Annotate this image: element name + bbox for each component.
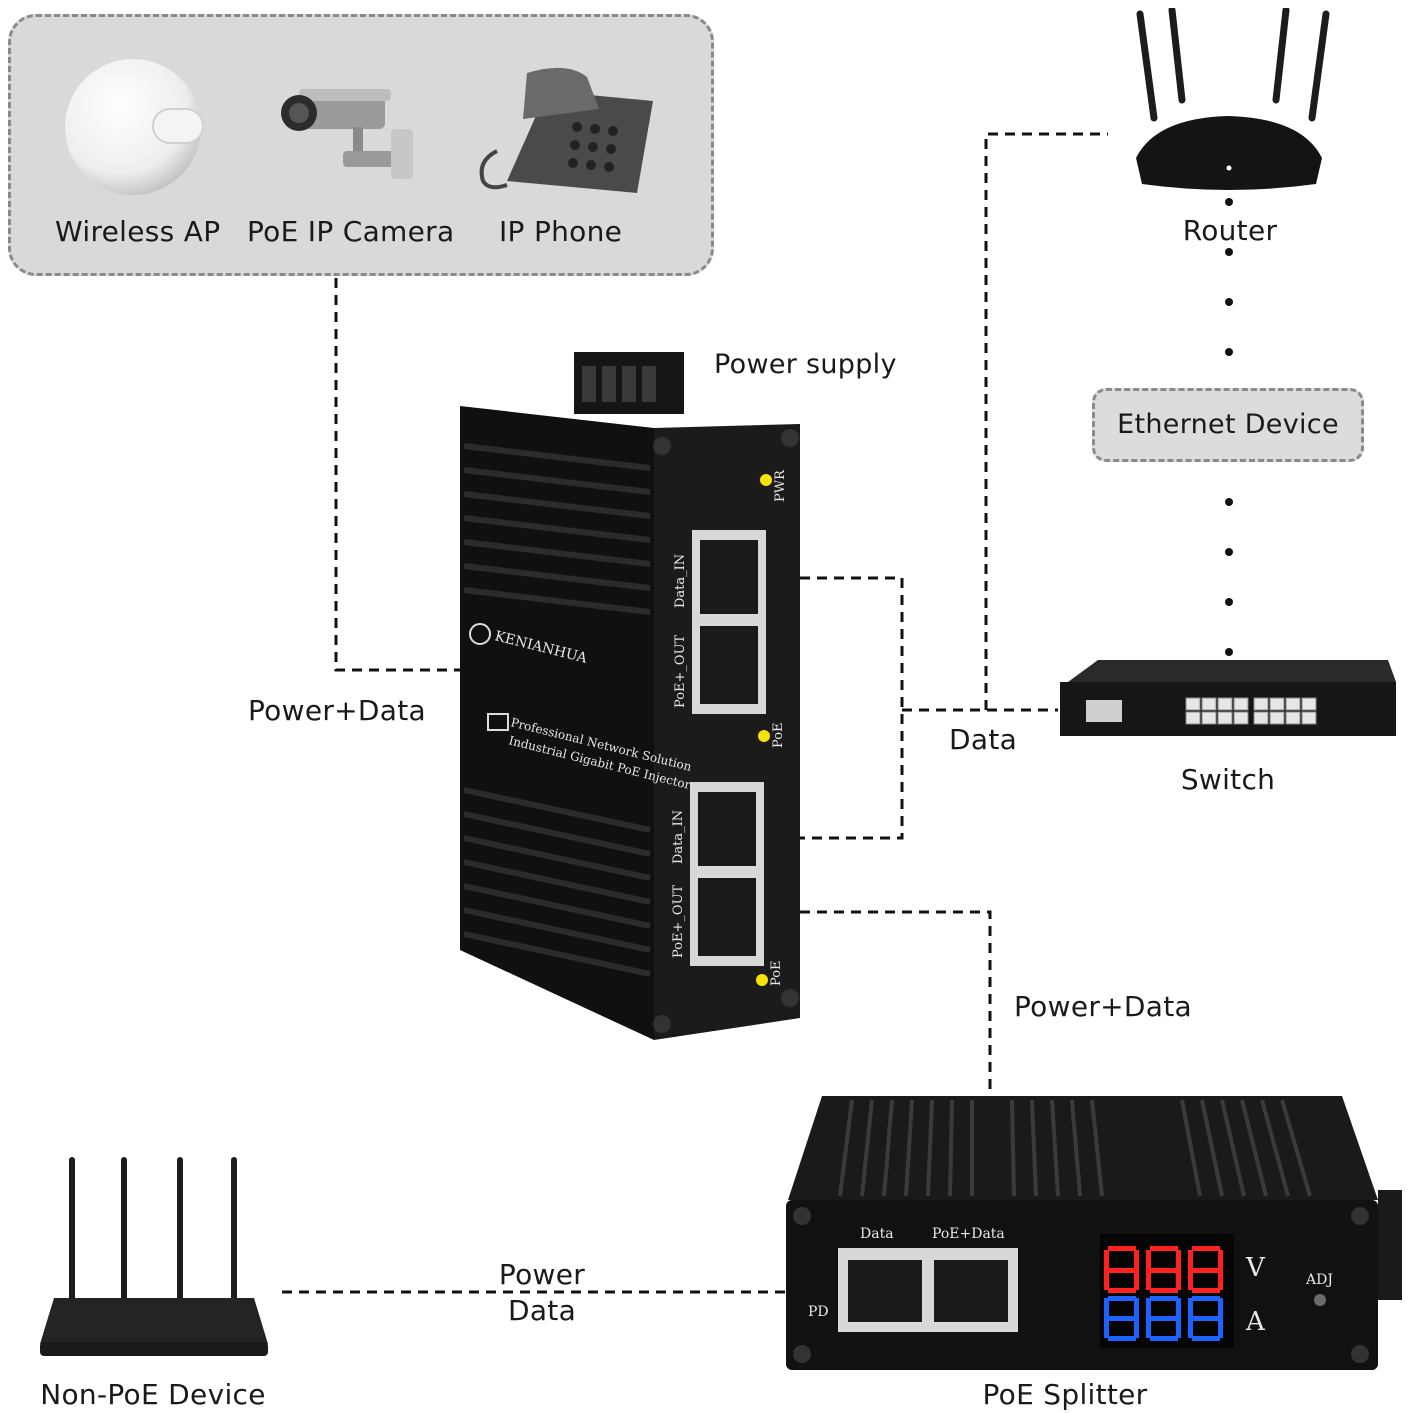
poe-injector: KENIANHUA Professional Network Solution … <box>460 352 800 1040</box>
injector-poe-out-1: PoE+_OUT <box>673 634 688 708</box>
label-switch: Switch <box>1180 763 1276 796</box>
splitter-pd: PD <box>808 1304 829 1320</box>
injector-poe-1: PoE <box>771 722 786 748</box>
label-poe-ip-camera: PoE IP Camera <box>247 215 455 248</box>
label-power-data-right: Power+Data <box>1014 990 1192 1023</box>
label-wireless-ap: Wireless AP <box>55 215 221 248</box>
non-poe-router-icon <box>40 1157 268 1356</box>
label-router: Router <box>1182 214 1278 247</box>
injector-poe-2: PoE <box>769 960 784 986</box>
poe-splitter: Data PoE+Data PD ADJ V A <box>786 1096 1402 1370</box>
injector-poe-out-2: PoE+_OUT <box>671 884 686 958</box>
ip-phone-icon <box>479 67 653 193</box>
label-non-poe-device: Non-PoE Device <box>40 1378 266 1411</box>
line-injector-datain1 <box>800 576 904 840</box>
splitter-unit-a: A <box>1245 1307 1266 1337</box>
splitter-port-poe-data: PoE+Data <box>932 1226 1005 1242</box>
label-data-mid: Data <box>949 723 1018 756</box>
label-power-data-left: Power+Data <box>248 694 426 727</box>
injector-data-in-1: Data_IN <box>673 554 688 608</box>
ethernet-device-box: Ethernet Device <box>1092 388 1364 462</box>
splitter-adj: ADJ <box>1305 1272 1333 1288</box>
powered-devices-group: Wireless AP PoE IP Camera IP Phone <box>8 14 714 276</box>
injector-pwr: PWR <box>773 469 788 502</box>
label-ip-phone: IP Phone <box>499 215 623 248</box>
switch-icon <box>1060 660 1396 736</box>
line-router <box>984 132 1108 710</box>
router-icon <box>1136 8 1330 190</box>
label-poe-splitter: PoE Splitter <box>982 1378 1148 1411</box>
ip-camera-icon <box>281 89 413 179</box>
current-display <box>1104 1296 1223 1341</box>
splitter-port-data: Data <box>860 1226 894 1242</box>
injector-data-in-2: Data_IN <box>671 810 686 864</box>
wireless-ap-icon <box>65 59 203 195</box>
voltage-display <box>1104 1246 1223 1293</box>
label-ethernet-device: Ethernet Device <box>1117 409 1339 440</box>
splitter-unit-v: V <box>1245 1253 1266 1283</box>
dotted-chain <box>1225 198 1233 656</box>
label-power: Power <box>498 1258 586 1291</box>
label-data-bottom: Data <box>507 1294 577 1327</box>
label-power-supply: Power supply <box>714 349 897 380</box>
